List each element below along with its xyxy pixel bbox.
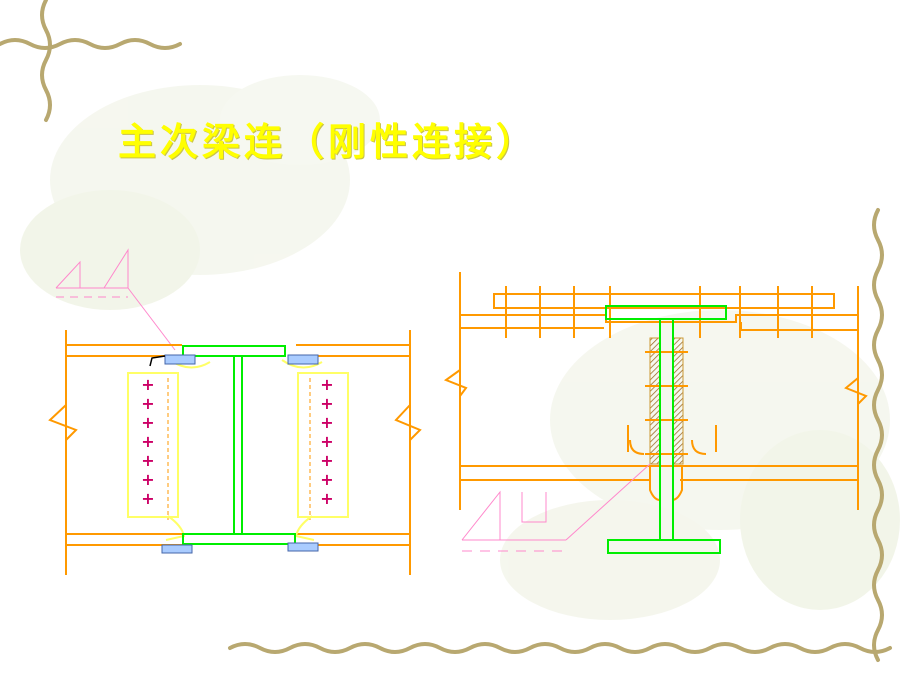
bolt-mark: +: [320, 489, 333, 508]
bolt-mark: +: [141, 432, 154, 451]
splice-plate-right: [297, 372, 349, 518]
bolt-mark: +: [141, 375, 154, 394]
secondary-beam-section-right: [605, 305, 727, 554]
slide-title: 主次梁连（刚性连接）: [118, 120, 539, 164]
bolt-mark: +: [320, 470, 333, 489]
weld-symbol-left: [55, 248, 176, 351]
bolt-mark: +: [141, 413, 154, 432]
splice-plate-left: [127, 372, 179, 518]
bolt-mark: +: [320, 451, 333, 470]
bolt-column-right: +++++++: [320, 375, 333, 508]
bolt-mark: +: [141, 451, 154, 470]
main-beam-right: [443, 272, 868, 510]
weld-tick-left: [149, 355, 166, 367]
main-beam-left: [48, 330, 422, 575]
weld-symbol-right: [461, 463, 651, 552]
left-diagram: +++++++ +++++++: [48, 248, 422, 575]
bolt-mark: +: [320, 432, 333, 451]
bolt-mark: +: [320, 394, 333, 413]
stud-connectors: [645, 351, 688, 455]
hatched-plate-left: [649, 337, 661, 465]
vine-border-icon: [0, 0, 892, 662]
backing-bars-left: [161, 354, 319, 554]
bolt-mark: +: [141, 489, 154, 508]
bolt-mark: +: [320, 375, 333, 394]
rebar-group-right: [505, 286, 813, 338]
hatched-plate-right: [672, 337, 684, 465]
bolt-column-left: +++++++: [141, 375, 154, 508]
bolt-mark: +: [320, 413, 333, 432]
flower-watermark-icon: [20, 75, 900, 620]
bolt-mark: +: [141, 470, 154, 489]
bolt-mark: +: [141, 394, 154, 413]
secondary-beam-section-left: [182, 345, 296, 545]
right-diagram: [443, 272, 868, 554]
